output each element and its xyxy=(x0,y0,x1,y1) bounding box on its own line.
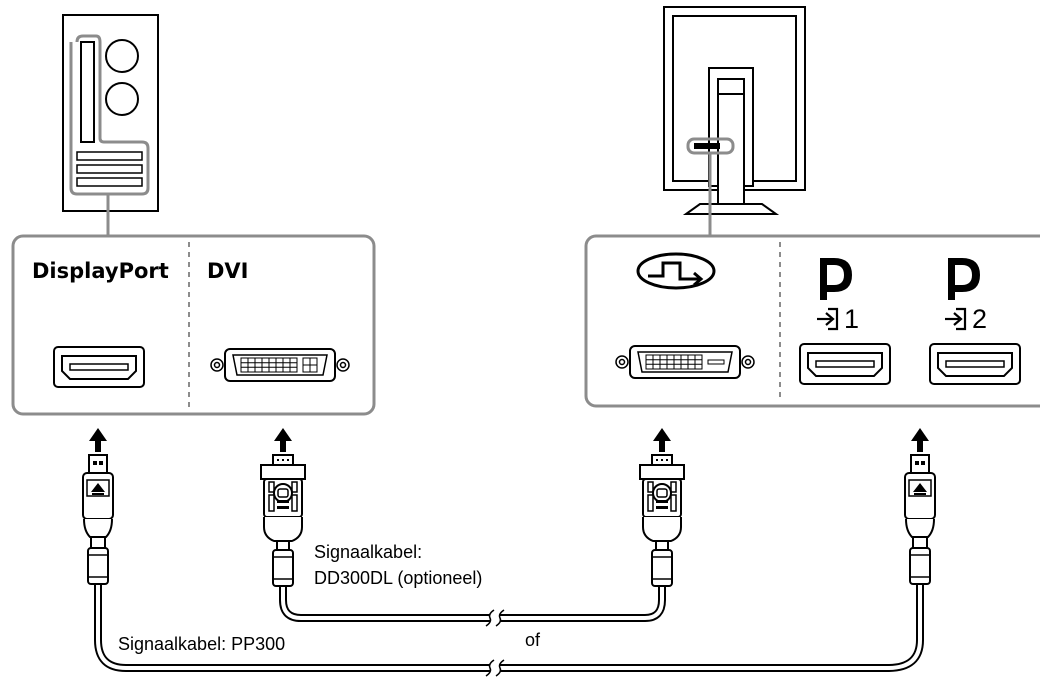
up-arrow-icon xyxy=(274,428,292,452)
displayport-plug-icon xyxy=(82,454,114,550)
dvi-cable xyxy=(279,586,666,627)
dp2-number: 2 xyxy=(972,304,987,334)
displayport-port-icon xyxy=(929,343,1021,385)
displayport-label: DisplayPort xyxy=(32,259,169,283)
up-arrow-icon xyxy=(653,428,671,452)
dvi-plug-icon xyxy=(260,454,306,552)
displayport-port-icon xyxy=(53,346,145,388)
monitor-back-icon xyxy=(663,6,806,236)
dvi-input-icon xyxy=(636,252,716,290)
ferrite-core-icon xyxy=(272,549,294,587)
dvi-cable-label-line1: Signaalkabel: xyxy=(314,542,422,562)
dp-cable-label: Signaalkabel: PP300 xyxy=(118,634,285,654)
dvi-port-icon xyxy=(210,348,350,382)
ferrite-core-icon xyxy=(651,549,673,587)
monitor-connector-panel: 1 2 xyxy=(584,234,1040,408)
up-arrow-icon xyxy=(89,428,107,452)
or-label: of xyxy=(525,630,541,650)
dvi-plug-icon xyxy=(639,454,685,552)
displayport-port-icon xyxy=(799,343,891,385)
dvi-label: DVI xyxy=(207,259,249,283)
displayport-cable xyxy=(94,546,924,677)
dvi-cable-label-line2: DD300DL (optioneel) xyxy=(314,568,482,588)
ferrite-core-icon xyxy=(87,547,109,585)
ferrite-core-icon xyxy=(909,547,931,585)
displayport-plug-icon xyxy=(904,454,936,550)
dvi-port-icon xyxy=(615,345,755,379)
pc-connector-panel: DisplayPort DVI xyxy=(11,234,376,416)
pc-tower-icon xyxy=(62,14,159,236)
dp1-number: 1 xyxy=(844,304,859,334)
up-arrow-icon xyxy=(911,428,929,452)
